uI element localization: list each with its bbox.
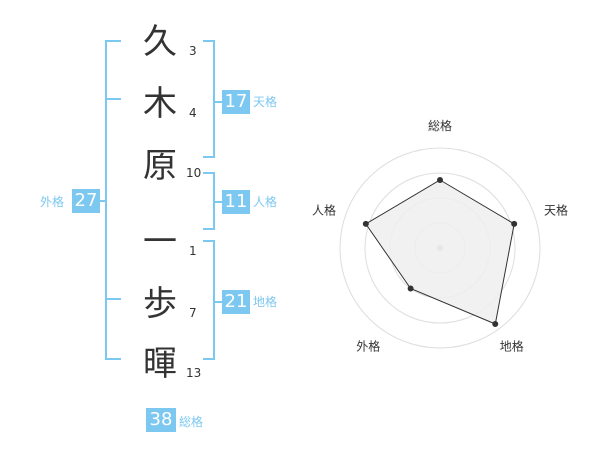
chikaku-bracket-connector <box>213 301 223 303</box>
chikaku-bracket-top <box>203 240 215 242</box>
name-char-3: 原 <box>143 146 177 186</box>
name-char-4: 一 <box>143 222 177 262</box>
radar-axis-label-1: 天格 <box>544 202 568 217</box>
name-char-1: 久 <box>143 22 177 62</box>
gaikaku-bracket-vertical <box>105 40 107 360</box>
gaikaku-bracket-top <box>105 40 121 42</box>
gaikaku-bracket-bottom <box>105 358 121 360</box>
tenkaku-value: 17 <box>222 90 250 114</box>
name-char-6: 暉 <box>143 344 177 384</box>
tenkaku-label: 天格 <box>253 95 278 109</box>
radar-axis-label-4: 人格 <box>312 202 336 217</box>
chikaku-label: 地格 <box>253 295 278 309</box>
stroke-count-5: 7 <box>189 306 197 320</box>
soukaku-value: 38 <box>146 408 176 432</box>
stroke-count-3: 10 <box>186 166 202 180</box>
radar-axis-label-0: 総格 <box>428 118 452 133</box>
stroke-count-6: 13 <box>186 366 202 380</box>
chikaku-bracket-bottom <box>203 358 215 360</box>
radar-area <box>365 180 515 324</box>
name-char-5: 歩 <box>143 284 177 324</box>
gaikaku-bracket-mid-bottom <box>105 298 121 300</box>
radar-point-4 <box>362 220 369 227</box>
radar-point-3 <box>407 285 414 292</box>
chikaku-value: 21 <box>222 290 250 314</box>
chikaku-bracket-vertical <box>213 240 215 360</box>
gaikaku-value: 27 <box>72 189 100 213</box>
tenkaku-bracket-vertical <box>213 40 215 158</box>
soukaku-label: 総格 <box>179 415 204 429</box>
radar-outline <box>365 179 515 325</box>
jinkaku-bracket-bottom <box>203 228 215 230</box>
radar-axis-label-3: 外格 <box>356 339 380 354</box>
radar-ring-3 <box>364 172 516 324</box>
gaikaku-bracket-connector <box>98 200 106 202</box>
radar-point-0 <box>437 177 443 183</box>
jinkaku-bracket-connector <box>213 201 223 203</box>
stroke-count-2: 4 <box>189 106 197 120</box>
jinkaku-value: 11 <box>222 190 250 214</box>
radar-point-2 <box>492 321 499 328</box>
tenkaku-bracket-bottom <box>203 156 215 158</box>
gaikaku-label: 外格 <box>40 195 65 209</box>
jinkaku-bracket-top <box>203 172 215 174</box>
name-char-2: 木 <box>143 84 177 124</box>
gaikaku-bracket-mid-top <box>105 98 121 100</box>
stroke-count-1: 3 <box>189 44 197 58</box>
radar-ring-4 <box>339 147 541 349</box>
tenkaku-bracket-connector <box>213 101 223 103</box>
radar-point-1 <box>511 220 518 227</box>
radar-axis-label-2: 地格 <box>500 339 524 354</box>
jinkaku-label: 人格 <box>253 195 278 209</box>
stroke-count-4: 1 <box>189 244 197 258</box>
tenkaku-bracket-top <box>203 40 215 42</box>
